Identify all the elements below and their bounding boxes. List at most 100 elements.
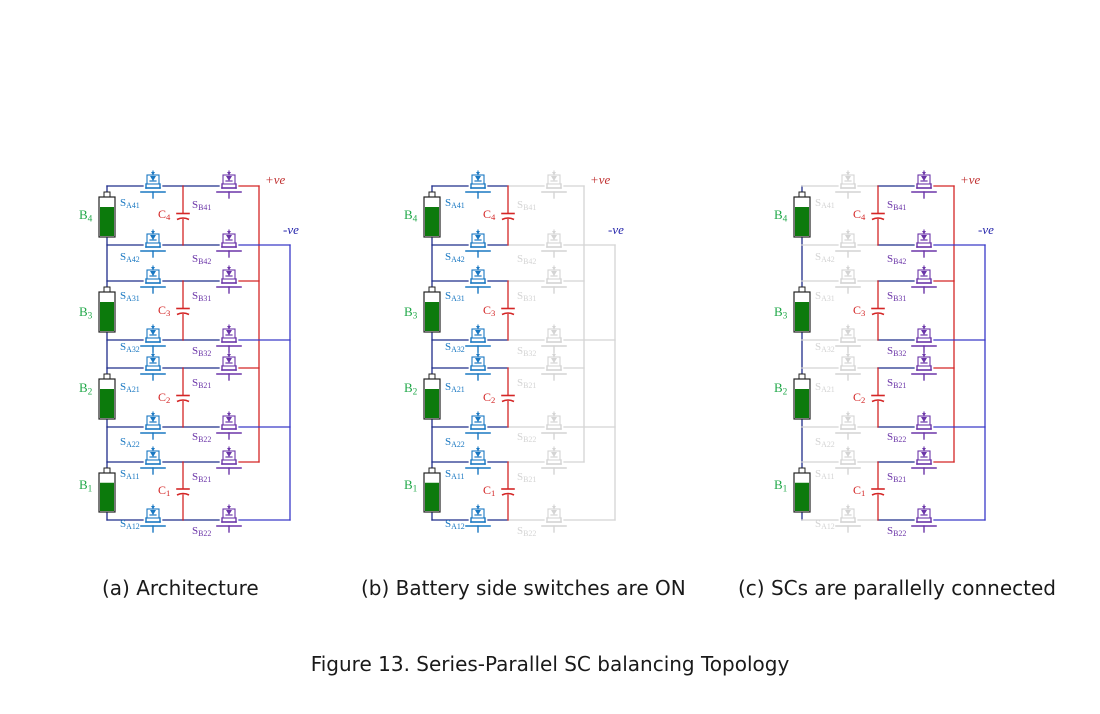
switch-a-label: SA32 <box>815 341 835 354</box>
capacitor-label: C1 <box>483 483 495 498</box>
switch-a-icon <box>835 504 861 533</box>
circuit-panel-1: C4C3C2C1SA41SA42SA31SA32SA21SA22SA11SA12… <box>79 170 299 538</box>
switch-a-icon <box>835 229 861 258</box>
battery-icon <box>98 373 116 420</box>
capacitor-label: C4 <box>853 207 866 222</box>
switch-b-label: SB41 <box>887 199 906 212</box>
caption-scs-parallel: (c) SCs are parallelly connected <box>738 576 1056 600</box>
capacitor-label: C4 <box>483 207 496 222</box>
switch-b-label: SB21 <box>887 377 906 390</box>
capacitor-label: C3 <box>158 303 170 318</box>
switch-b-icon <box>216 504 242 533</box>
switch-a-icon <box>835 446 861 475</box>
switch-a-label: SA22 <box>815 436 835 449</box>
negative-rail-label: -ve <box>608 222 624 237</box>
switch-a-icon <box>465 504 491 533</box>
battery-icon <box>793 191 811 238</box>
capacitor-label: C1 <box>158 483 170 498</box>
caption-architecture: (a) Architecture <box>102 576 259 600</box>
switch-a-label: SA41 <box>120 197 140 210</box>
positive-rail-label: +ve <box>265 172 286 187</box>
switch-b-label: SB21 <box>517 377 536 390</box>
switch-a-label: SA41 <box>815 197 835 210</box>
capacitor-symbol <box>871 394 885 403</box>
switch-b-icon <box>911 170 937 199</box>
switch-a-icon <box>140 324 166 353</box>
capacitor-label: C3 <box>483 303 495 318</box>
switch-a-icon <box>465 352 491 381</box>
switch-a-label: SA22 <box>120 436 140 449</box>
switch-a-icon <box>465 446 491 475</box>
capacitor-symbol <box>501 212 515 221</box>
switch-a-icon <box>140 229 166 258</box>
capacitor-symbol <box>871 212 885 221</box>
switch-a-icon <box>140 265 166 294</box>
switch-b-label: SB21 <box>192 377 211 390</box>
switch-a-label: SA31 <box>815 290 835 303</box>
caption-battery-side-on: (b) Battery side switches are ON <box>361 576 686 600</box>
switch-b-icon <box>911 411 937 440</box>
battery-label: B3 <box>79 304 93 321</box>
switch-a-icon <box>140 504 166 533</box>
switch-b-icon <box>911 446 937 475</box>
switch-a-label: SA11 <box>815 468 834 481</box>
switch-a-label: SA11 <box>120 468 139 481</box>
switch-b-label: SB41 <box>192 199 211 212</box>
switch-b-label: SB22 <box>887 431 906 444</box>
switch-b-icon <box>216 265 242 294</box>
switch-a-label: SA12 <box>445 518 465 531</box>
battery-icon <box>423 286 441 333</box>
switch-b-label: SB31 <box>887 290 906 303</box>
figure-title: Figure 13. Series-Parallel SC balancing … <box>310 652 790 676</box>
switch-a-icon <box>140 411 166 440</box>
switch-a-label: SA11 <box>445 468 464 481</box>
switch-b-icon <box>541 229 567 258</box>
switch-a-label: SA41 <box>445 197 465 210</box>
switch-a-icon <box>140 446 166 475</box>
switch-a-label: SA12 <box>815 518 835 531</box>
switch-b-label: SB21 <box>192 471 211 484</box>
switch-b-label: SB42 <box>887 253 906 266</box>
capacitor-symbol <box>176 488 190 496</box>
battery-label: B1 <box>774 477 788 494</box>
capacitor-label: C4 <box>158 207 171 222</box>
switch-a-label: SA12 <box>120 518 140 531</box>
battery-label: B4 <box>79 207 93 224</box>
switch-a-label: SA42 <box>815 251 835 264</box>
switch-b-label: SB22 <box>887 525 906 538</box>
switch-a-icon <box>835 324 861 353</box>
battery-label: B2 <box>404 380 418 397</box>
switch-a-icon <box>465 170 491 199</box>
switch-b-icon <box>216 446 242 475</box>
switch-a-label: SA22 <box>445 436 465 449</box>
switch-a-icon <box>835 352 861 381</box>
switch-a-icon <box>835 265 861 294</box>
battery-label: B1 <box>79 477 93 494</box>
switch-a-label: SA42 <box>120 251 140 264</box>
switch-b-icon <box>911 324 937 353</box>
battery-label: B4 <box>774 207 788 224</box>
capacitor-label: C3 <box>853 303 865 318</box>
battery-icon <box>98 467 116 513</box>
switch-a-label: SA31 <box>445 290 465 303</box>
battery-label: B2 <box>774 380 788 397</box>
switch-b-icon <box>541 352 567 381</box>
negative-rail-label: -ve <box>978 222 994 237</box>
capacitor-label: C2 <box>483 390 495 405</box>
battery-icon <box>793 286 811 333</box>
switch-a-label: SA21 <box>815 381 835 394</box>
positive-rail-label: +ve <box>590 172 611 187</box>
switch-b-icon <box>541 265 567 294</box>
switch-a-label: SA32 <box>445 341 465 354</box>
negative-rail-label: -ve <box>283 222 299 237</box>
switch-b-icon <box>541 411 567 440</box>
capacitor-symbol <box>176 307 190 316</box>
switch-b-label: SB31 <box>192 290 211 303</box>
capacitor-symbol <box>871 307 885 316</box>
capacitor-label: C2 <box>158 390 170 405</box>
circuit-panel-3: C4C3C2C1SA41SA42SA31SA32SA21SA22SA11SA12… <box>774 170 994 538</box>
switch-b-label: SB21 <box>517 471 536 484</box>
switch-b-icon <box>216 170 242 199</box>
switch-b-label: SB21 <box>887 471 906 484</box>
